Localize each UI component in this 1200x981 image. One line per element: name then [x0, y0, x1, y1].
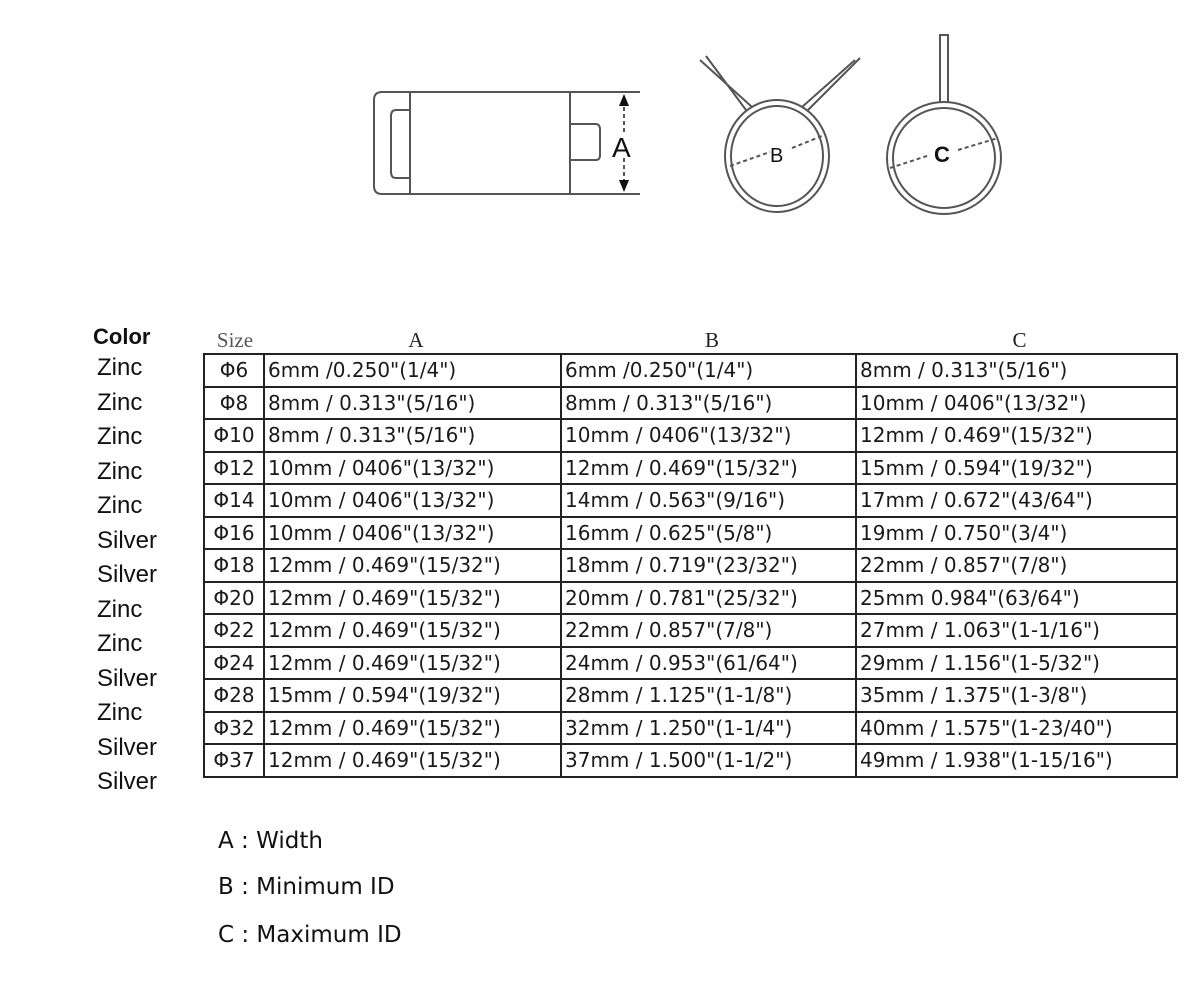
clamp-diagrams: A B C: [373, 34, 1002, 215]
color-label: Silver: [97, 768, 158, 795]
a-cell: 12mm / 0.469"(15/32"): [263, 645, 562, 680]
a-cell: 8mm / 0.313"(5/16"): [263, 418, 562, 453]
a-cell: 12mm / 0.469"(15/32"): [263, 548, 562, 583]
dimension-label-b: B: [770, 145, 783, 167]
b-cell: 16mm / 0.625"(5/8"): [560, 515, 857, 550]
c-cell: 19mm / 0.750"(3/4"): [855, 515, 1178, 550]
a-cell: 10mm / 0406"(13/32"): [263, 483, 562, 518]
a-cell: 12mm / 0.469"(15/32"): [263, 613, 562, 648]
c-cell: 25mm 0.984"(63/64"): [855, 580, 1178, 615]
color-label: Zinc: [97, 354, 143, 381]
size-cell: Φ20: [203, 580, 265, 615]
size-cell: Φ6: [203, 353, 265, 388]
size-cell: Φ24: [203, 645, 265, 680]
b-cell: 14mm / 0.563"(9/16"): [560, 483, 857, 518]
b-cell: 22mm / 0.857"(7/8"): [560, 613, 857, 648]
color-label: Silver: [97, 561, 158, 588]
b-cell: 24mm / 0.953"(61/64"): [560, 645, 857, 680]
color-label: Zinc: [97, 630, 143, 657]
a-cell: 10mm / 0406"(13/32"): [263, 515, 562, 550]
c-cell: 29mm / 1.156"(1-5/32"): [855, 645, 1178, 680]
b-column-header: B: [704, 328, 719, 352]
color-label: Zinc: [97, 388, 143, 416]
legend-minimum-id: B : Minimum ID: [218, 874, 395, 900]
b-cell: 12mm / 0.469"(15/32"): [560, 450, 857, 485]
size-cell: Φ32: [203, 710, 265, 745]
b-cell: 28mm / 1.125"(1-1/8"): [560, 678, 857, 713]
color-label: Silver: [97, 733, 158, 761]
color-label: Zinc: [97, 423, 143, 450]
a-cell: 15mm / 0.594"(19/32"): [263, 678, 562, 713]
b-cell: 8mm / 0.313"(5/16"): [560, 385, 857, 420]
c-cell: 8mm / 0.313"(5/16"): [855, 353, 1178, 388]
c-cell: 40mm / 1.575"(1-23/40"): [855, 710, 1178, 745]
c-column-header: C: [1012, 328, 1027, 352]
color-label: Zinc: [97, 457, 143, 485]
dimension-label-a: A: [612, 132, 631, 163]
c-cell: 27mm / 1.063"(1-1/16"): [855, 613, 1178, 648]
b-cell: 37mm / 1.500"(1-1/2"): [560, 743, 857, 778]
c-cell: 35mm / 1.375"(1-3/8"): [855, 678, 1178, 713]
b-cell: 18mm / 0.719"(23/32"): [560, 548, 857, 583]
size-column-header: Size: [216, 328, 254, 352]
size-cell: Φ12: [203, 450, 265, 485]
legend-width: A : Width: [218, 828, 323, 854]
c-cell: 17mm / 0.672"(43/64"): [855, 483, 1178, 518]
c-cell: 15mm / 0.594"(19/32"): [855, 450, 1178, 485]
color-label: Silver: [97, 664, 158, 692]
c-cell: 49mm / 1.938"(1-15/16"): [855, 743, 1178, 778]
b-cell: 20mm / 0.781"(25/32"): [560, 580, 857, 615]
size-cell: Φ37: [203, 743, 265, 778]
color-label: Silver: [97, 526, 158, 554]
size-cell: Φ22: [203, 613, 265, 648]
clamp-c-view: [886, 34, 1002, 215]
c-cell: 22mm / 0.857"(7/8"): [855, 548, 1178, 583]
a-cell: 10mm / 0406"(13/32"): [263, 450, 562, 485]
color-label: Zinc: [97, 699, 143, 726]
b-cell: 6mm /0.250"(1/4"): [560, 353, 857, 388]
size-cell: Φ10: [203, 418, 265, 453]
clamp-side-view: [373, 91, 640, 195]
b-cell: 32mm / 1.250"(1-1/4"): [560, 710, 857, 745]
legend-maximum-id: C : Maximum ID: [218, 922, 402, 948]
b-cell: 10mm / 0406"(13/32"): [560, 418, 857, 453]
size-cell: Φ28: [203, 678, 265, 713]
a-cell: 8mm / 0.313"(5/16"): [263, 385, 562, 420]
color-label: Zinc: [97, 492, 143, 519]
clamp-b-view: [699, 55, 861, 213]
a-column-header: A: [408, 328, 424, 352]
dimension-label-c: C: [934, 142, 950, 167]
color-column-header: Color: [93, 324, 151, 349]
size-cell: Φ8: [203, 385, 265, 420]
c-cell: 12mm / 0.469"(15/32"): [855, 418, 1178, 453]
a-cell: 12mm / 0.469"(15/32"): [263, 743, 562, 778]
a-cell: 12mm / 0.469"(15/32"): [263, 710, 562, 745]
size-cell: Φ14: [203, 483, 265, 518]
size-cell: Φ18: [203, 548, 265, 583]
a-cell: 6mm /0.250"(1/4"): [263, 353, 562, 388]
a-cell: 12mm / 0.469"(15/32"): [263, 580, 562, 615]
size-cell: Φ16: [203, 515, 265, 550]
color-label: Zinc: [97, 595, 143, 623]
c-cell: 10mm / 0406"(13/32"): [855, 385, 1178, 420]
